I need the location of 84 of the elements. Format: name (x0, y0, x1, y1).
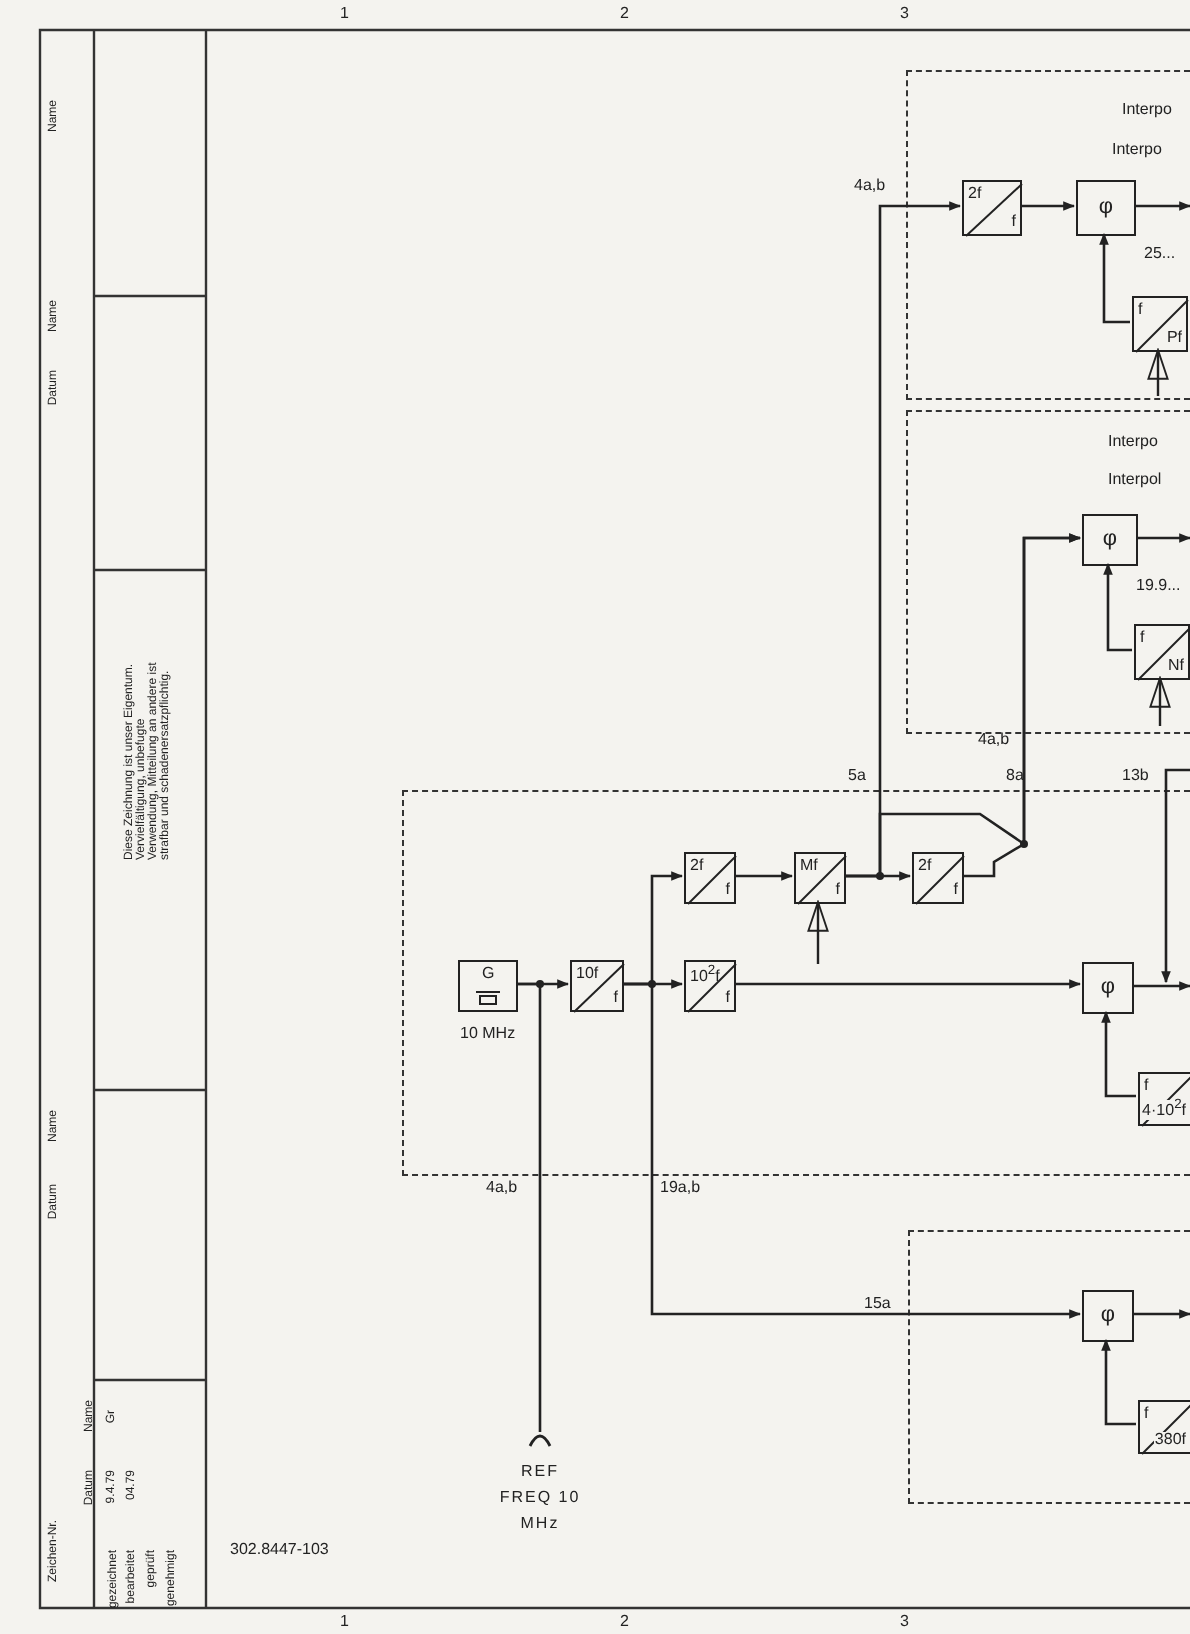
phase-detector-box (1082, 962, 1134, 1014)
module-frame (908, 1230, 1190, 1504)
pin-label: 5a (848, 768, 866, 784)
signal-arrow (1099, 232, 1130, 324)
signal-arrow (1134, 201, 1190, 211)
divider-ratio: f (953, 882, 958, 898)
divider-ratio: 10f (576, 966, 599, 982)
divider-ratio: f (1138, 302, 1143, 318)
divider-ratio: f (1144, 1078, 1149, 1094)
module-title: Interpo (1112, 142, 1162, 158)
pin-label: 8a (1006, 768, 1024, 784)
divider-ratio: f (1011, 214, 1016, 230)
signal-arrow (734, 979, 1082, 989)
phase-symbol: φ (1100, 1305, 1116, 1327)
phase-symbol: φ (1100, 977, 1116, 999)
divider-ratio: f (613, 990, 618, 1006)
divider-ratio: f (1144, 1406, 1149, 1422)
dashed-module-frame (906, 410, 1190, 734)
control-input-arrow (1147, 349, 1169, 396)
divider-ratio: f (725, 990, 730, 1006)
divider-ratio: Mf (800, 858, 818, 874)
divider-ratio: 4·10$^{2}$f (1142, 1100, 1186, 1120)
frequency-divider-box (794, 852, 846, 904)
divider-ratio: Nf (1168, 658, 1184, 674)
frequency-divider-box (1138, 1072, 1190, 1126)
module-frame (402, 790, 1190, 1176)
signal-arrow (734, 871, 794, 881)
frequency-divider-box (1132, 296, 1188, 352)
signal-arrow (1101, 1010, 1136, 1098)
signal-arrow (1136, 533, 1190, 543)
signal-line (516, 982, 542, 1432)
phase-detector-box (1076, 180, 1136, 236)
signal-arrow (1103, 562, 1132, 652)
divider-ratio: Pf (1166, 330, 1182, 346)
module-title: Interpol (1108, 472, 1162, 488)
grid-number: 1 (340, 6, 349, 22)
frequency-divider-box (684, 852, 736, 904)
divider-ratio: 2f (968, 186, 982, 202)
divider-ratio: 10$^{2}$f (690, 966, 720, 986)
pin-label: 4a,b (854, 178, 886, 194)
grid-number: 3 (900, 1614, 909, 1630)
phase-detector-box (1082, 514, 1138, 566)
grid-number: 2 (620, 1614, 629, 1630)
pin-label: 302.8447-103 (230, 1542, 329, 1558)
phase-symbol: φ (1102, 529, 1118, 551)
phase-detector-box (1082, 1290, 1134, 1342)
signal-arrow (1101, 1338, 1136, 1426)
grid-number: 1 (340, 1614, 349, 1630)
signal-arrow (1020, 201, 1076, 211)
divider-ratio: 2f (918, 858, 932, 874)
divider-ratio: f (835, 882, 840, 898)
pin-label: 15a (864, 1296, 891, 1312)
grid-number: 2 (620, 6, 629, 22)
dashed-module-frame (906, 70, 1190, 400)
frequency-divider-box (962, 180, 1022, 236)
control-input-arrow (1149, 677, 1171, 726)
divider-ratio: 2f (690, 858, 704, 874)
input-label: REF FREQ 10 MHz (497, 1460, 583, 1536)
pin-label: 19a,b (660, 1180, 701, 1196)
phase-symbol: φ (1098, 197, 1114, 219)
pin-label: 13b (1122, 768, 1149, 784)
divider-ratio: f (725, 882, 730, 898)
signal-arrow (962, 533, 1082, 878)
control-input-arrow (807, 901, 829, 964)
frequency-divider-box (1138, 1400, 1190, 1454)
signal-arrow (622, 982, 1082, 1319)
pin-label: 4a,b (486, 1180, 518, 1196)
generator-symbol: G (482, 966, 495, 982)
frequency-caption: 10 MHz (460, 1026, 516, 1042)
divider-ratio: f (1140, 630, 1145, 646)
signal-arrow (1132, 981, 1190, 991)
frequency-divider-box (570, 960, 624, 1012)
divider-ratio: 380f (1154, 1432, 1186, 1448)
signal-arrow (1132, 1309, 1190, 1319)
frequency-divider-box (684, 960, 736, 1012)
module-title: Interpo (1108, 434, 1158, 450)
pin-label: 25... (1144, 246, 1176, 262)
signal-arrow (1161, 768, 1190, 984)
frequency-divider-box (1134, 624, 1190, 680)
frequency-divider-box (912, 852, 964, 904)
grid-number: 3 (900, 6, 909, 22)
module-title: Interpo (1122, 102, 1172, 118)
pin-label: 4a,b (978, 732, 1010, 748)
pin-label: 19.9... (1136, 578, 1181, 594)
